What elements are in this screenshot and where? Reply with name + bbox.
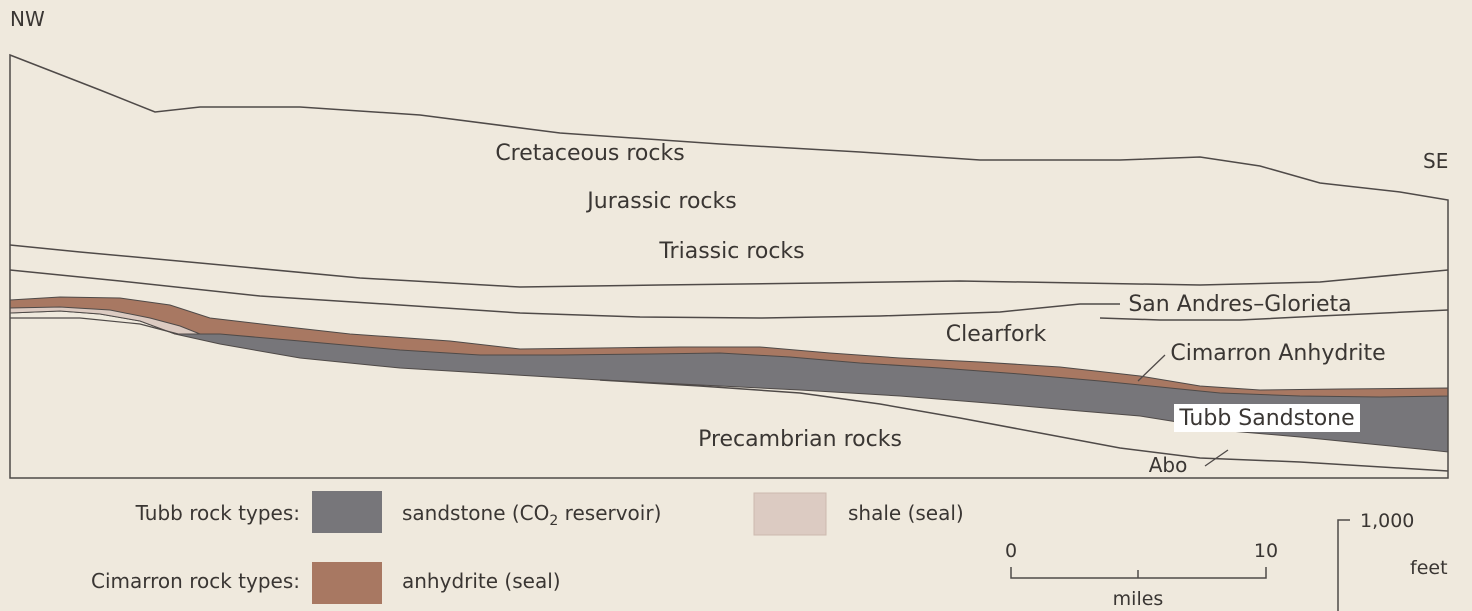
legend-sandstone-text: sandstone (CO2 reservoir) bbox=[402, 501, 661, 529]
leader-cimarron bbox=[1138, 355, 1165, 381]
scale-unit-miles: miles bbox=[1113, 588, 1164, 610]
label-tubb: Tubb Sandstone bbox=[1178, 406, 1354, 431]
legend-anhydrite-swatch bbox=[312, 562, 382, 604]
legend-tubb-label: Tubb rock types: bbox=[135, 501, 300, 525]
legend-shale-text: shale (seal) bbox=[848, 501, 964, 525]
legend-cimarron-label: Cimarron rock types: bbox=[91, 569, 300, 593]
label-jurassic: Jurassic rocks bbox=[585, 189, 736, 214]
nw-label: NW bbox=[10, 7, 45, 31]
legend-anhydrite-text: anhydrite (seal) bbox=[402, 569, 561, 593]
label-cretaceous: Cretaceous rocks bbox=[495, 141, 684, 166]
scale-ten: 10 bbox=[1254, 540, 1278, 562]
label-san-andres: San Andres–Glorieta bbox=[1128, 292, 1351, 317]
vertical-scale-bar bbox=[1338, 520, 1350, 611]
label-clearfork: Clearfork bbox=[946, 322, 1047, 347]
scale-bar bbox=[1011, 567, 1266, 578]
label-cimarron: Cimarron Anhydrite bbox=[1170, 341, 1385, 366]
label-abo: Abo bbox=[1149, 453, 1188, 477]
scale-zero: 0 bbox=[1005, 540, 1017, 562]
label-precambrian: Precambrian rocks bbox=[698, 427, 902, 452]
label-triassic: Triassic rocks bbox=[658, 239, 804, 264]
legend-shale-swatch bbox=[754, 493, 826, 535]
co2-subscript: 2 bbox=[549, 513, 558, 529]
legend-sandstone-swatch bbox=[312, 491, 382, 533]
vertical-scale-value: 1,000 bbox=[1360, 510, 1414, 532]
vertical-scale-unit: feet bbox=[1410, 557, 1448, 579]
se-label: SE bbox=[1423, 149, 1448, 173]
